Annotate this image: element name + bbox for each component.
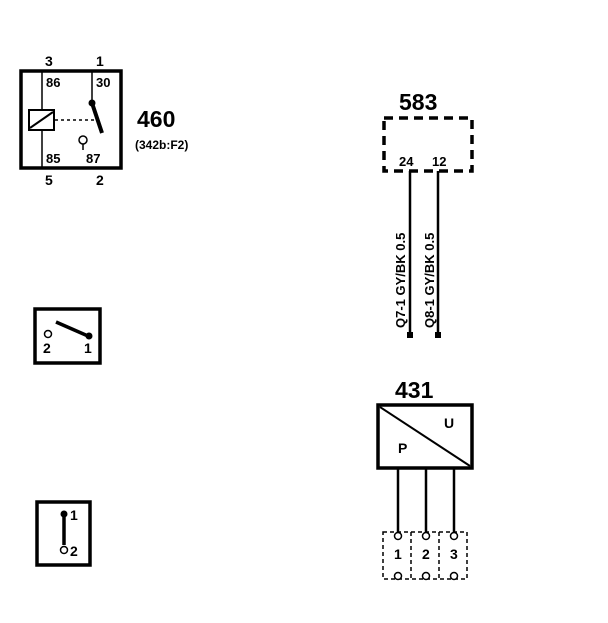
relay-pin-5: 5 [45,172,53,188]
sensor-label-u: U [444,415,454,431]
sensor-pin-1: 1 [394,546,402,562]
relay-terminal-86: 86 [46,75,60,90]
wire-q7-1-end [407,332,413,338]
relay-460[interactable]: 3 1 86 30 85 87 5 2 460 (342b:F2) [19,53,188,188]
switch-a-pin-1: 1 [84,340,92,356]
switch-horizontal[interactable]: 2 1 [33,307,102,365]
sensor-label-p: P [398,440,407,456]
relay-housing [19,69,123,170]
relay-reference: (342b:F2) [135,138,188,152]
sensor-pin-2: 2 [422,546,430,562]
switch-a-pin-2: 2 [43,340,51,356]
connector-housing [382,116,474,173]
relay-terminal-85: 85 [46,151,60,166]
connector-pin-12: 12 [432,154,446,169]
sensor-terminal-block [382,531,468,581]
switch-b-housing [35,500,92,567]
relay-coil-icon [28,109,55,131]
relay-pin-2: 2 [96,172,104,188]
wire-q8-1-end [435,332,441,338]
relay-terminal-30: 30 [96,75,110,90]
switch-vertical[interactable]: 1 2 [35,500,92,567]
relay-terminal-87: 87 [86,151,100,166]
switch-a-housing [33,307,102,365]
sensor-pin-3: 3 [450,546,458,562]
wire-label-q7-1: Q7-1 GY/BK 0.5 [393,233,408,328]
relay-id: 460 [137,106,175,132]
relay-pin-3: 3 [45,53,53,69]
relay-contact-icon [78,99,104,150]
connector-id: 583 [399,89,437,115]
switch-b-pin-2: 2 [70,543,78,559]
switch-b-pin-1: 1 [70,507,78,523]
connector-pin-24: 24 [399,154,414,169]
sensor-id: 431 [395,377,434,403]
sensor-diagonal [379,406,471,467]
connector-583[interactable]: 583 24 12 Q7-1 GY/BK 0.5 Q8-1 GY/BK 0.5 [382,89,474,338]
switch-a-contact-icon [43,320,93,340]
relay-pin-1: 1 [96,53,104,69]
wire-label-q8-1: Q8-1 GY/BK 0.5 [422,233,437,328]
switch-b-contact-icon [59,510,69,555]
sensor-431[interactable]: 431 U P 1 2 3 [376,377,474,581]
